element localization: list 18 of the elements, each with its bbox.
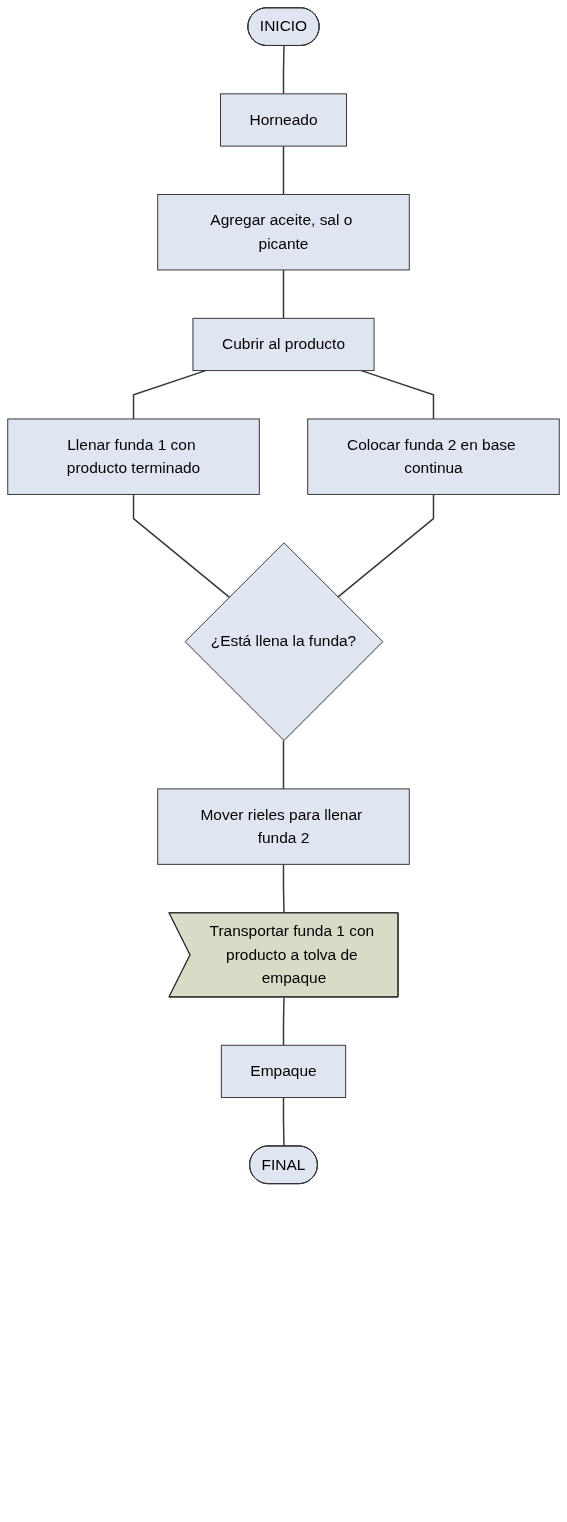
node-diamond: ¿Está llena la funda? — [184, 542, 384, 741]
node-box: Horneado — [220, 93, 347, 147]
connector — [360, 369, 435, 420]
connector — [282, 863, 285, 914]
connector — [337, 493, 435, 598]
connector — [132, 493, 230, 598]
connector — [282, 996, 285, 1046]
node-box: Cubrir al producto — [192, 317, 375, 372]
connector — [282, 269, 285, 320]
node-box: Agregar aceite, sal o picante — [157, 194, 410, 271]
node-box: Llenar funda 1 con producto terminado — [7, 418, 260, 495]
node-box: Mover rieles para llenar funda 2 — [157, 788, 410, 865]
connector — [282, 145, 285, 196]
connector — [132, 369, 207, 420]
connector — [282, 45, 285, 95]
node-box: Colocar funda 2 en base continua — [307, 418, 560, 495]
node-box: Empaque — [220, 1044, 347, 1099]
connector — [282, 739, 285, 790]
